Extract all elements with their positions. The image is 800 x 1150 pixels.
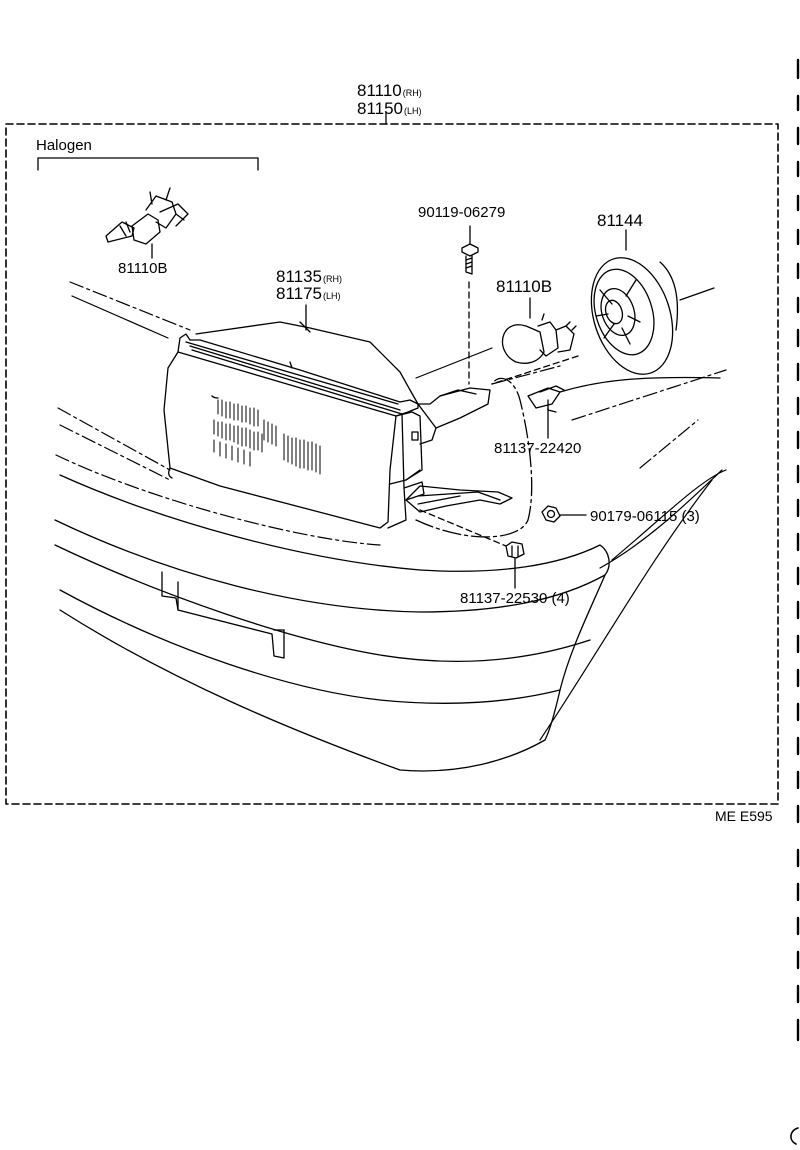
assembly-lh-part: 81150 (357, 99, 404, 118)
bulb-guide (492, 356, 578, 384)
clip-upper-label: 81137-22420 (494, 440, 582, 457)
unit-lh-part: 81175 (276, 284, 323, 303)
halogen-bulb-label: 81110B (118, 260, 168, 277)
assembly-rh-side: (RH) (402, 88, 422, 98)
unit-label-lh: 81175(LH) (276, 285, 341, 305)
halogen-label: Halogen (36, 137, 92, 154)
assembly-label-lh: 81150(LH) (357, 100, 422, 120)
bolt-label: 90119-06279 (418, 204, 506, 221)
dust-cap-icon (577, 247, 686, 385)
bolt-icon (462, 244, 478, 274)
unit-rh-part: 81135 (276, 267, 323, 286)
halogen-bracket (38, 158, 258, 170)
clip-upper-icon (528, 386, 564, 412)
nut-icon (542, 506, 560, 522)
headlamp-unit (164, 322, 512, 528)
assembly-lh-side: (LH) (404, 106, 422, 116)
unit-rh-side: (RH) (323, 274, 343, 284)
nut-label: 90179-06115 (3) (590, 508, 700, 525)
cap-label: 81144 (597, 211, 644, 230)
bumper-outline (55, 475, 609, 771)
assembly-rh-part: 81110 (357, 81, 402, 100)
clip-lower-label: 81137-22530 (4) (460, 590, 570, 607)
unit-lh-side: (LH) (323, 291, 341, 301)
binding-marks (791, 60, 798, 1144)
assembly-boundary (6, 124, 778, 804)
bulb-label: 81110B (496, 277, 553, 296)
back-cover-outline (416, 378, 532, 537)
clip-lower-guide (420, 510, 506, 546)
assembly-label-rh: 81110(RH) (357, 82, 422, 102)
diagram-code: ME E595 (715, 808, 773, 824)
bulb-icon (503, 314, 576, 363)
clip-lower-icon (506, 542, 524, 558)
unit-label-rh: 81135(RH) (276, 268, 342, 288)
halogen-bulb-icon (106, 188, 188, 244)
vehicle-body-lines (56, 282, 726, 740)
